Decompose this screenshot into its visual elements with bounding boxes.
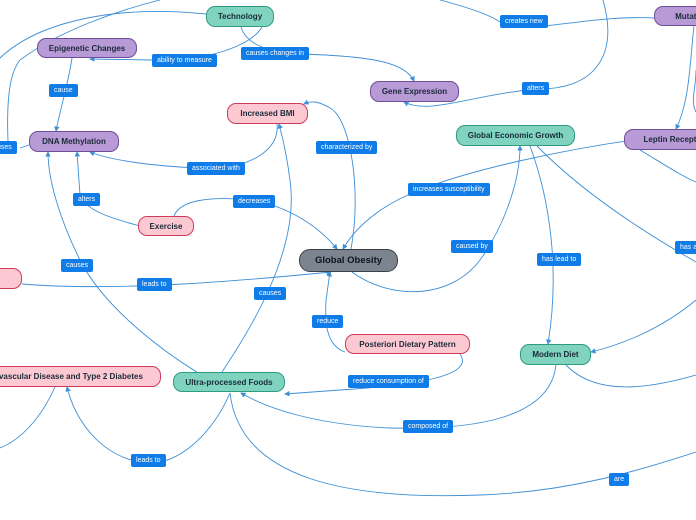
edge-label-associated-with[interactable]: associated with: [187, 162, 245, 175]
connector-2: [0, 11, 207, 59]
edge-label-alters-dna[interactable]: alters: [73, 193, 101, 206]
node-epigenetic-changes[interactable]: Epigenetic Changes: [37, 38, 137, 58]
edge-label-composed-of[interactable]: composed of: [403, 420, 454, 433]
node-dna-methylation[interactable]: DNA Methylation: [29, 131, 119, 152]
connector-6: [303, 99, 356, 250]
edge-label-characterized-by[interactable]: characterized by: [316, 141, 378, 154]
node-cardiovascular-disease[interactable]: ovascular Disease and Type 2 Diabetes: [0, 366, 161, 387]
connector-20: [229, 392, 696, 497]
edge-label-has-lead-to[interactable]: has lead to: [537, 253, 582, 266]
edge-label-cause[interactable]: cause: [49, 84, 78, 97]
connector-11: [21, 269, 332, 288]
connector-29: [7, 0, 161, 142]
edge-label-reduce[interactable]: reduce: [312, 315, 344, 328]
node-ultra-processed-foods[interactable]: Ultra-processed Foods: [173, 372, 285, 392]
node-leptin-receptor[interactable]: Leptin Receptor: [624, 129, 696, 150]
connector-7: [342, 138, 641, 250]
edge-label-uses[interactable]: uses: [0, 141, 17, 154]
connector-24: [590, 299, 696, 354]
connector-10: [74, 151, 141, 227]
connector-12: [221, 123, 292, 373]
connector-8: [351, 145, 523, 293]
edge-label-caused-by[interactable]: caused by: [451, 240, 493, 253]
connector-28: [439, 0, 501, 23]
connector-23: [639, 149, 696, 183]
connector-14: [325, 271, 346, 353]
connector-16: [529, 145, 554, 345]
edge-label-causes-left[interactable]: causes: [61, 259, 94, 272]
node-global-obesity[interactable]: Global Obesity: [299, 249, 398, 272]
edge-label-alters-gene[interactable]: alters: [522, 82, 550, 95]
edge-label-increases-susceptibility[interactable]: increases susceptibility: [408, 183, 490, 196]
edge-label-reduce-consumption-of[interactable]: reduce consumption of: [348, 375, 429, 388]
connector-21: [565, 364, 696, 388]
node-disease-left[interactable]: ase: [0, 268, 22, 289]
edge-label-creates-new[interactable]: creates new: [500, 15, 548, 28]
node-mutations[interactable]: Mutations: [654, 6, 696, 26]
node-exercise[interactable]: Exercise: [138, 216, 194, 236]
edge-label-leads-to-obesity[interactable]: leads to: [137, 278, 172, 291]
node-modern-diet[interactable]: Modern Diet: [520, 344, 591, 365]
edge-label-ability-to-measure[interactable]: ability to measure: [152, 54, 217, 67]
connector-25: [675, 25, 695, 130]
node-gene-expression[interactable]: Gene Expression: [370, 81, 459, 102]
connector-19: [0, 386, 56, 449]
connector-30: [19, 144, 30, 149]
edge-label-are[interactable]: are: [609, 473, 630, 486]
connector-17: [240, 364, 557, 429]
node-global-economic-growth[interactable]: Global Economic Growth: [456, 125, 575, 146]
edge-label-causes-changes-in[interactable]: causes changes in: [241, 47, 309, 60]
node-posteriori-dietary-pattern[interactable]: Posteriori Dietary Pattern: [345, 334, 470, 354]
edge-label-decreases[interactable]: decreases: [233, 195, 276, 208]
edge-label-has-a[interactable]: has a: [675, 241, 696, 254]
connector-18: [65, 386, 231, 464]
connector-15: [284, 353, 463, 397]
node-increased-bmi[interactable]: Increased BMI: [227, 103, 308, 124]
connector-22: [536, 145, 696, 263]
edge-label-causes-upf[interactable]: causes: [254, 287, 287, 300]
edge-label-leads-to-cvd[interactable]: leads to: [131, 454, 166, 467]
node-technology[interactable]: Technology: [206, 6, 274, 27]
